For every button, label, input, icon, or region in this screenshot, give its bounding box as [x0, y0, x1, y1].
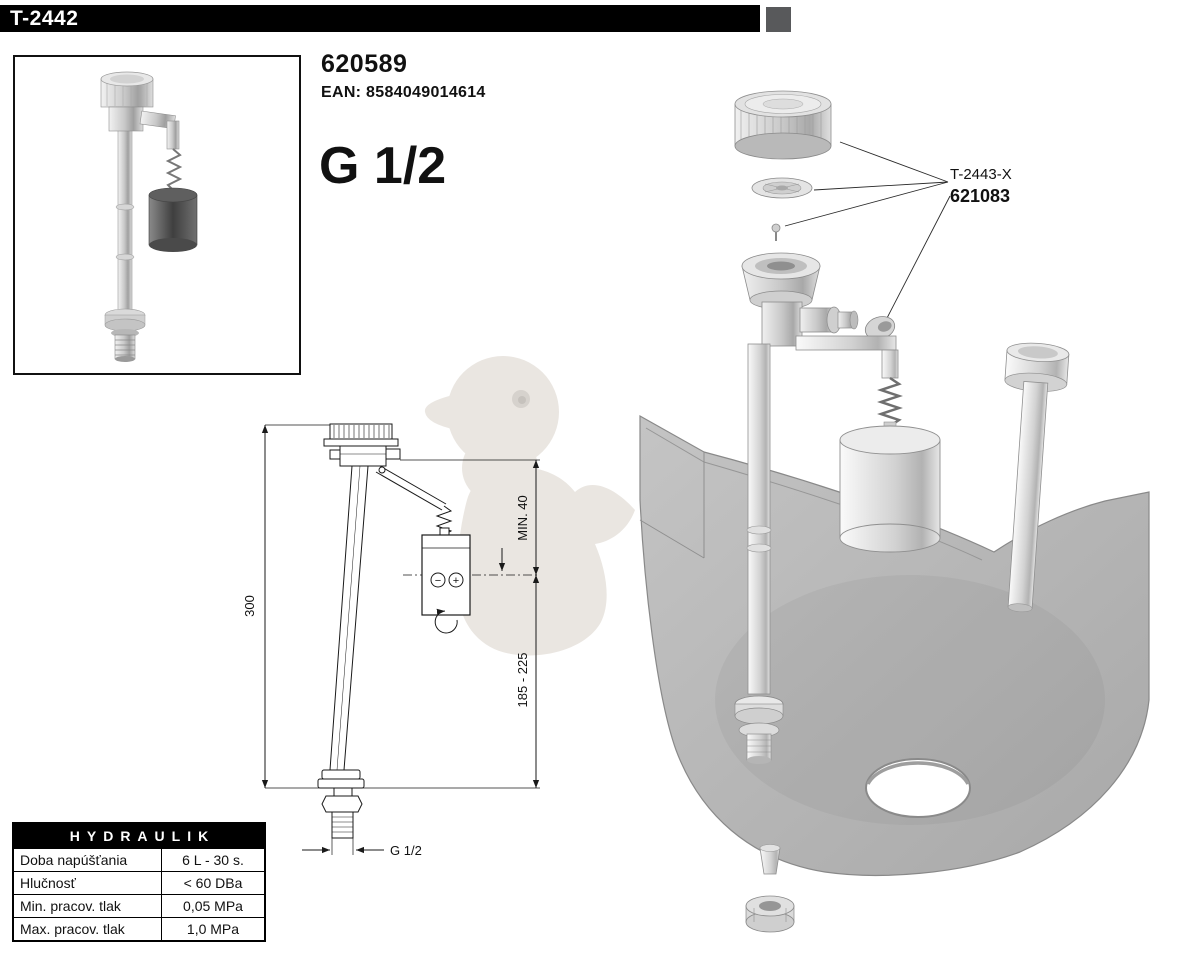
spare-kit-ref: T-2443-X: [950, 166, 1012, 183]
spec-table-title: HYDRAULIK: [14, 824, 264, 848]
float-arm: [795, 335, 899, 379]
shank-and-nut: [317, 769, 365, 839]
table-row: Min. pracov. tlak 0,05 MPa: [14, 894, 264, 917]
model-header-bar: T-2442: [0, 5, 760, 32]
product-codes: 620589 EAN: 8584049014614: [321, 50, 486, 102]
rotate-icon: [434, 608, 458, 634]
kit-leader-lines: [784, 141, 951, 321]
inlet-tube: [746, 343, 772, 695]
table-row: Hlučnosť < 60 DBa: [14, 871, 264, 894]
spec-label: Doba napúšťania: [14, 849, 162, 871]
adjust-minus-glyph: −: [435, 575, 441, 587]
table-row: Doba napúšťania 6 L - 30 s.: [14, 848, 264, 871]
spare-kit-code: 621083: [950, 186, 1011, 206]
tank-cap: [734, 90, 832, 160]
table-row: Max. pracov. tlak 1,0 MPa: [14, 917, 264, 940]
photo-spring: [165, 148, 183, 192]
spec-table: HYDRAULIK Doba napúšťania 6 L - 30 s. Hl…: [12, 822, 266, 942]
photo-float: [148, 187, 198, 252]
photo-inlet-tube: [115, 126, 135, 330]
product-photo-illustration: [100, 71, 198, 362]
cone-insert: [759, 844, 781, 875]
valve-body: [761, 301, 859, 347]
duck-watermark: [424, 356, 635, 656]
mounting-nut: [745, 895, 795, 933]
spec-value: 6 L - 30 s.: [182, 852, 244, 868]
spec-value: < 60 DBa: [183, 875, 243, 891]
float-box: [421, 527, 471, 616]
article-number: 620589: [321, 50, 408, 78]
inlet-funnel: [741, 252, 821, 310]
duck-head: [447, 356, 559, 468]
spec-label: Hlučnosť: [14, 872, 162, 894]
dim-adjust-range-label: 185 - 225: [515, 653, 530, 708]
gasket: [751, 177, 813, 199]
spec-label: Max. pracov. tlak: [14, 918, 162, 940]
photo-valve-body: [108, 106, 180, 150]
ean-number: EAN: 8584049014614: [321, 84, 486, 101]
float: [839, 421, 941, 553]
pin: [771, 223, 781, 241]
spare-kit-label: T-2443-X 621083: [950, 166, 1012, 207]
spec-value: 1,0 MPa: [186, 921, 240, 937]
spec-value: 0,05 MPa: [183, 898, 243, 914]
dimension-drawing: 300 MIN. 40 185 - 225 G 1/2 − +: [242, 423, 540, 858]
overflow-pipe: [1004, 342, 1070, 613]
adjust-minus-icon: [430, 572, 446, 588]
corner-square: [766, 7, 791, 32]
product-photo-box: [13, 55, 301, 375]
exploded-diagram: [639, 90, 1150, 933]
float-spring: [877, 376, 903, 428]
duck-body: [457, 466, 635, 656]
dim-min-clearance-label: MIN. 40: [515, 495, 530, 541]
photo-base-thread: [104, 308, 146, 362]
adjust-plus-icon: [448, 572, 464, 588]
dim-thread-label: G 1/2: [390, 843, 422, 858]
flush-hole: [865, 758, 971, 818]
spec-label: Min. pracov. tlak: [14, 895, 162, 917]
dim-total-height-label: 300: [242, 595, 257, 617]
bottom-washers: [734, 695, 784, 764]
model-number: T-2442: [10, 6, 79, 30]
valve-side-view: [302, 423, 471, 855]
duck-eye-pupil: [518, 396, 526, 404]
adjust-plus-glyph: +: [453, 575, 459, 587]
photo-cap: [100, 71, 154, 108]
thread-size-heading: G 1/2: [319, 137, 447, 195]
